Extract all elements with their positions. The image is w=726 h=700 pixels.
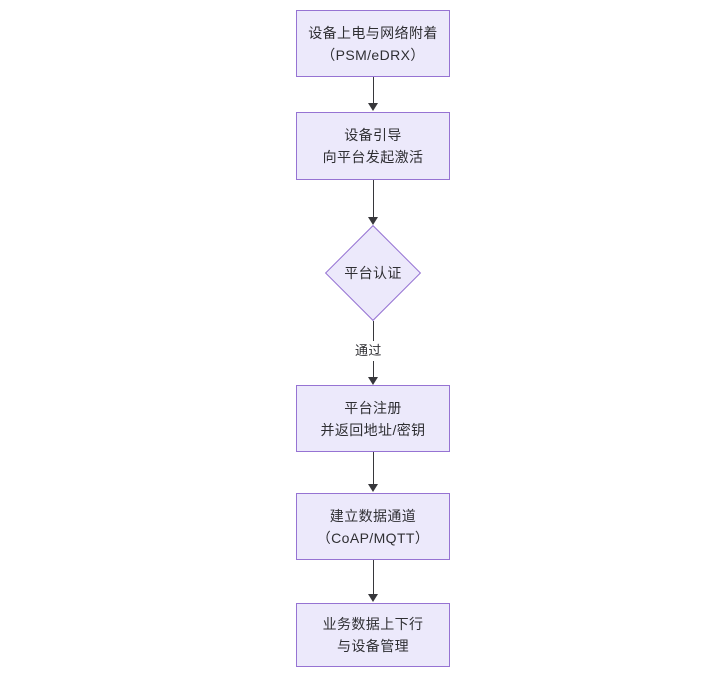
connector-n4-n5: [373, 452, 374, 485]
flow-node-platform-auth-decision[interactable]: 平台认证: [324, 224, 422, 322]
flow-node-line1: 业务数据上下行: [322, 616, 424, 632]
connector-n5-n6: [373, 560, 374, 595]
connector-n2-n3: [373, 180, 374, 218]
arrowhead-n3-n4: [368, 377, 378, 385]
flow-node-line1: 设备引导: [344, 127, 402, 143]
arrowhead-n2-n3: [368, 217, 378, 225]
flow-node-platform-register[interactable]: 平台注册 并返回地址/密钥: [296, 385, 450, 452]
edge-label-pass: 通过: [352, 341, 385, 361]
flow-node-line2: （CoAP/MQTT）: [316, 529, 430, 546]
flow-node-data-channel[interactable]: 建立数据通道 （CoAP/MQTT）: [296, 493, 450, 560]
flow-node-line2: 与设备管理: [337, 638, 409, 654]
arrowhead-n4-n5: [368, 484, 378, 492]
flow-node-line2: 向平台发起激活: [322, 149, 424, 165]
flow-node-line1: 平台认证: [344, 265, 402, 281]
arrowhead-n5-n6: [368, 594, 378, 602]
flow-node-line2: 并返回地址/密钥: [320, 421, 426, 438]
flow-node-line2: （PSM/eDRX）: [321, 46, 425, 63]
flow-node-business-data[interactable]: 业务数据上下行 与设备管理: [296, 603, 450, 667]
flow-node-device-power-on[interactable]: 设备上电与网络附着 （PSM/eDRX）: [296, 10, 450, 77]
flow-node-line1: 平台注册: [344, 399, 402, 416]
flow-node-line1: 建立数据通道: [329, 507, 417, 524]
flow-node-line1: 设备上电与网络附着: [308, 24, 438, 41]
connector-n1-n2: [373, 77, 374, 104]
arrowhead-n1-n2: [368, 103, 378, 111]
flow-node-device-bootstrap[interactable]: 设备引导 向平台发起激活: [296, 112, 450, 180]
